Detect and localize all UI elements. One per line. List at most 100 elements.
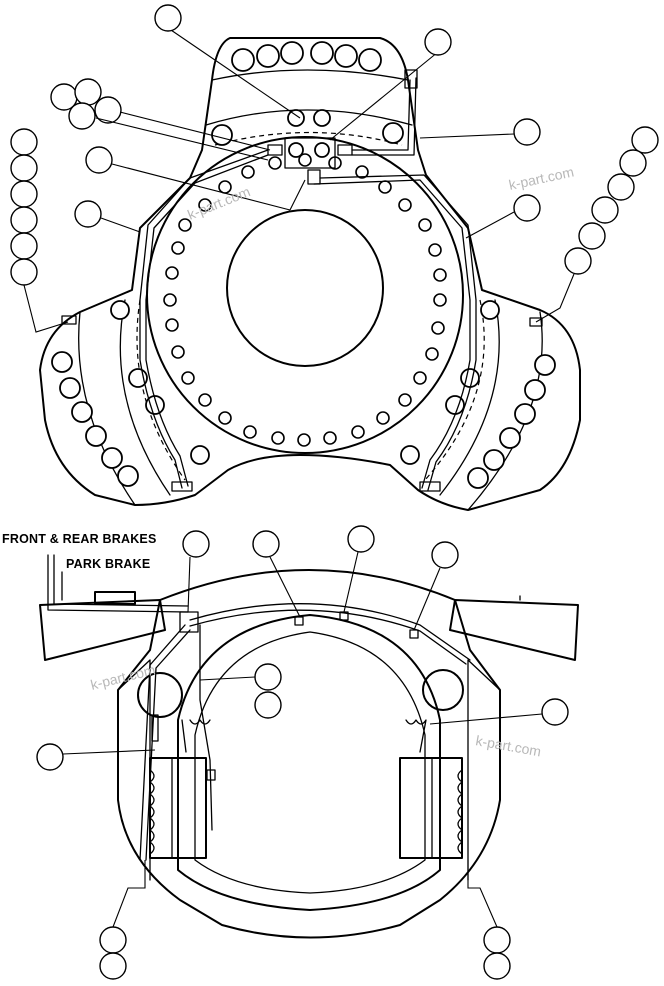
line-fitting <box>409 629 419 639</box>
hub-hole <box>378 180 392 194</box>
inner-arch <box>177 614 441 911</box>
lobe-bolt <box>382 122 404 144</box>
callout-bubble <box>591 196 619 224</box>
brake-line-up-2 <box>351 77 417 156</box>
line-fitting <box>171 481 193 492</box>
hub-hole <box>268 156 282 170</box>
hub-hole <box>171 241 185 255</box>
hub-hole <box>178 218 192 232</box>
lobe-bolt <box>534 354 556 376</box>
callout-bubble <box>10 128 38 156</box>
hub-hole <box>271 431 285 445</box>
right-cylinder-inner <box>399 757 433 859</box>
front-rear-brake-line-2 <box>53 554 189 607</box>
hub-hole <box>297 433 311 447</box>
valve-fitting <box>314 142 330 158</box>
lobe-bolt <box>514 403 536 425</box>
lobe-bolt <box>231 48 255 72</box>
right-cylinder-bellows <box>457 769 463 855</box>
lobe-bolt <box>467 467 489 489</box>
hub-hole <box>376 411 390 425</box>
lobe-bolt <box>71 401 93 423</box>
leader-line <box>62 749 156 755</box>
valve-port <box>307 169 321 185</box>
leader-line <box>187 556 191 613</box>
hub-top-view <box>10 4 659 511</box>
valve-fitting <box>287 109 305 127</box>
hub-hole <box>428 243 442 257</box>
lobe-bolt <box>59 377 81 399</box>
lobe-bolt <box>117 465 139 487</box>
leader-line <box>112 860 146 928</box>
callout-bubble <box>10 232 38 260</box>
callout-bubble <box>483 952 511 980</box>
line-fitting <box>61 315 77 325</box>
right-cam-bracket <box>405 719 427 753</box>
leader-line <box>119 111 271 151</box>
axle-line-left-down-2 <box>145 629 191 861</box>
leader-line <box>111 163 291 211</box>
axle-line-top-2 <box>189 609 467 665</box>
axle-line-center <box>199 624 213 831</box>
callout-bubble <box>254 663 282 691</box>
right-lobe-hidden <box>424 299 485 481</box>
leader-line <box>467 860 498 928</box>
lobe-bolts <box>51 41 556 489</box>
front-rear-brake-line <box>47 554 189 613</box>
hub-hole <box>181 371 195 385</box>
hub-hole <box>418 218 432 232</box>
watermark: k-part.com <box>474 732 542 759</box>
axle-pad-left <box>94 591 136 605</box>
brake-lines-axle <box>47 554 471 861</box>
brake-line-up <box>351 79 411 151</box>
hub-hole <box>198 198 212 212</box>
callout-bubble <box>564 247 592 275</box>
axle-side-view: FRONT & REAR BRAKES PARK BRAKE <box>2 525 579 980</box>
lobe-bolt <box>256 44 280 68</box>
callout-bubble <box>74 200 102 228</box>
valve-port <box>267 144 283 156</box>
top-lobe-hidden <box>214 131 403 146</box>
callout-bubble <box>99 926 127 954</box>
hub-hole <box>198 393 212 407</box>
hub-hole <box>241 165 255 179</box>
brake-line-left <box>139 149 269 489</box>
hub-hole <box>433 293 447 307</box>
leader-line <box>289 179 306 211</box>
lobe-bolt <box>280 41 304 65</box>
callouts-bottom <box>36 525 569 980</box>
callout-bubble <box>254 691 282 719</box>
lobe-bolt <box>310 41 334 65</box>
callout-bubble <box>541 698 569 726</box>
hub-hole <box>398 393 412 407</box>
line-fitting <box>179 611 199 633</box>
callout-bubble <box>252 530 280 558</box>
valve-block <box>267 109 353 185</box>
callout-bubble <box>10 258 38 286</box>
hub-hole <box>298 153 312 167</box>
callout-bubble <box>10 180 38 208</box>
hub-hole <box>243 425 257 439</box>
lobe-bolt <box>524 379 546 401</box>
line-fitting <box>529 317 543 327</box>
lobe-bolt <box>483 449 505 471</box>
leader-line <box>100 217 141 233</box>
callout-bubble <box>85 146 113 174</box>
callout-bubble <box>619 149 647 177</box>
hub-center-bore <box>226 209 384 367</box>
lobe-bolt <box>101 447 123 469</box>
line-fitting <box>294 616 304 626</box>
leader-line <box>269 556 301 618</box>
hub-hole <box>323 431 337 445</box>
leader-line <box>535 273 575 323</box>
watermark: k-part.com <box>507 164 575 193</box>
callout-bubble <box>10 206 38 234</box>
watermark: k-part.com <box>89 661 157 693</box>
left-cam-bracket <box>181 719 211 753</box>
lobe-bolt <box>110 300 130 320</box>
lobe-bolt <box>400 445 420 465</box>
hub-hole <box>171 345 185 359</box>
leader-line <box>329 51 439 141</box>
callout-bubble <box>513 194 541 222</box>
